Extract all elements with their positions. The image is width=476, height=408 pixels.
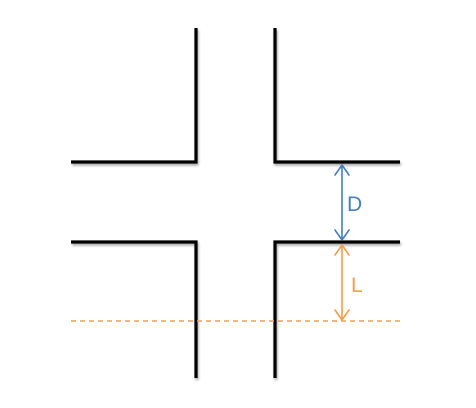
d-arrow-head-top bbox=[334, 164, 350, 176]
wall-top-right bbox=[273, 28, 400, 164]
wall-bottom-left bbox=[71, 240, 198, 378]
l-dimension-arrow bbox=[334, 244, 350, 321]
road-walls bbox=[71, 28, 400, 378]
d-arrow-head-bottom bbox=[334, 229, 350, 241]
wall-bottom-right bbox=[273, 240, 400, 378]
wall-top-left bbox=[71, 28, 198, 164]
d-dimension-arrow bbox=[334, 164, 350, 241]
l-arrow-head-bottom bbox=[334, 309, 350, 321]
l-arrow-head-top bbox=[334, 244, 350, 256]
d-label: D bbox=[347, 193, 362, 216]
l-label: L bbox=[351, 274, 363, 297]
